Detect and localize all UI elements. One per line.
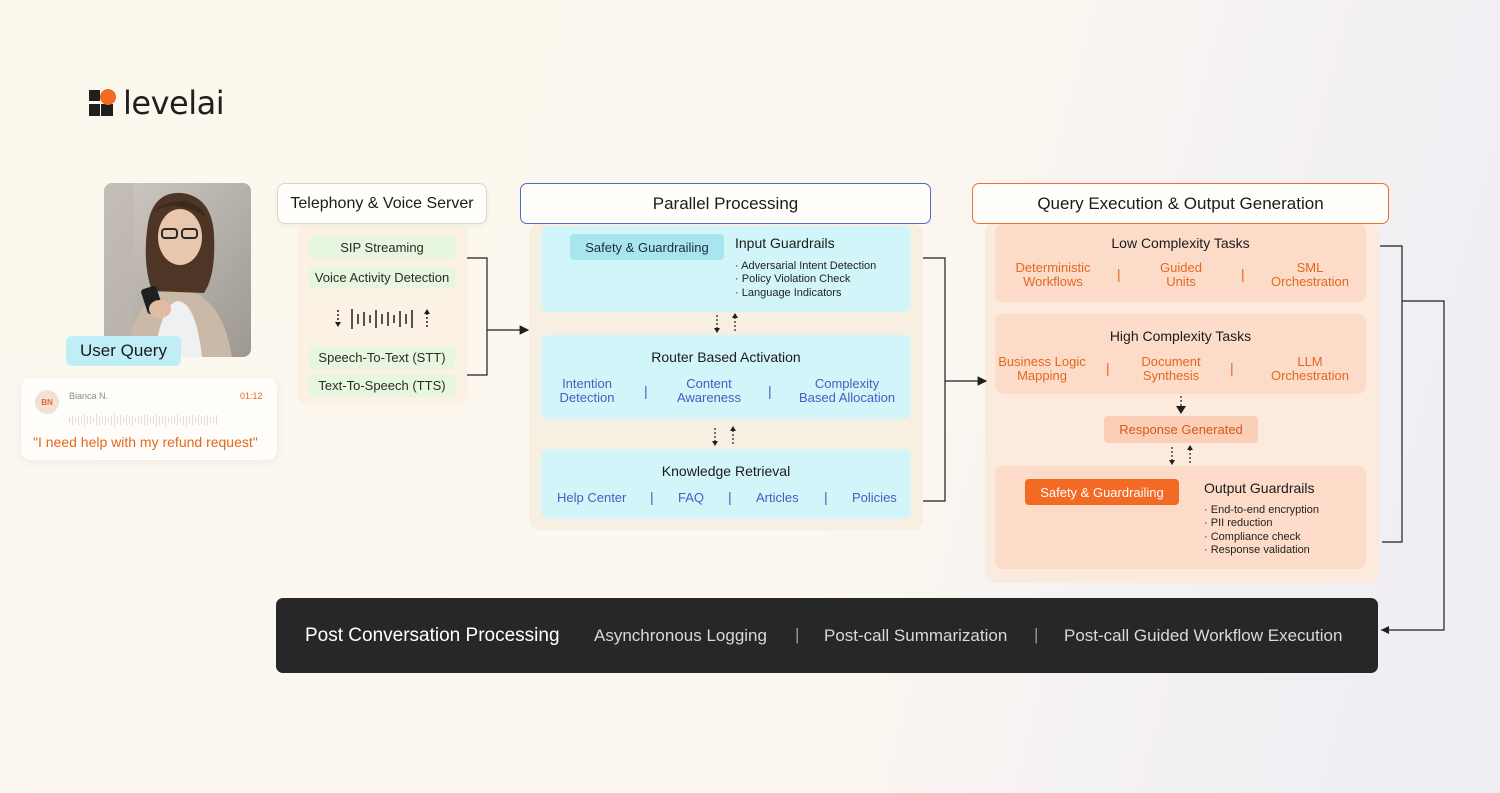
low-complexity-box — [995, 224, 1366, 302]
knowledge-item-articles: Articles — [756, 490, 799, 505]
high-complexity-title: High Complexity Tasks — [1109, 328, 1252, 344]
separator: | — [1117, 266, 1121, 282]
sip-streaming-pill: SIP Streaming — [309, 236, 455, 259]
avatar: BN — [35, 390, 59, 414]
output-bullet: · Response validation — [1204, 544, 1310, 556]
output-bullet: · Compliance check — [1204, 531, 1301, 543]
knowledge-item-help-center: Help Center — [557, 490, 627, 505]
output-safety-pill: Safety & Guardrailing — [1025, 479, 1179, 505]
separator: | — [650, 489, 654, 505]
post-item-logging: Asynchronous Logging — [594, 626, 767, 645]
high-complexity-box — [995, 314, 1366, 394]
router-title: Router Based Activation — [651, 349, 801, 365]
post-conversation-bar — [276, 598, 1378, 673]
input-safety-pill: Safety & Guardrailing — [570, 234, 724, 260]
low-complexity-title: Low Complexity Tasks — [1111, 235, 1250, 251]
separator: | — [1034, 625, 1039, 644]
output-bullet: · End-to-end encryption — [1204, 504, 1319, 516]
separator: | — [1106, 360, 1110, 376]
input-bullet: · Policy Violation Check — [735, 273, 851, 285]
query-header: Query Execution & Output Generation — [972, 183, 1389, 224]
input-bullet: · Language Indicators — [735, 287, 842, 299]
separator: | — [824, 489, 828, 505]
response-generated-pill: Response Generated — [1104, 416, 1258, 443]
separator: | — [768, 383, 772, 399]
call-time: 01:12 — [240, 391, 263, 401]
user-photo — [104, 183, 251, 357]
router-box — [541, 335, 911, 419]
parallel-header: Parallel Processing — [520, 183, 931, 224]
audio-waveform-icon — [69, 413, 263, 427]
user-query-label: User Query — [66, 336, 181, 366]
knowledge-item-faq: FAQ — [678, 490, 705, 505]
voice-waveform-icon — [333, 305, 433, 333]
logo-mark-icon — [89, 88, 117, 118]
knowledge-box — [541, 449, 911, 519]
post-item-summarization: Post-call Summarization — [824, 626, 1008, 645]
separator: | — [1241, 266, 1245, 282]
knowledge-title: Knowledge Retrieval — [661, 463, 791, 479]
post-item-guided-workflow: Post-call Guided Workflow Execution — [1064, 626, 1343, 645]
post-conversation-title: Post Conversation Processing — [305, 625, 560, 646]
output-guardrails-title: Output Guardrails — [1204, 480, 1315, 496]
logo-text: levelai — [123, 84, 225, 122]
knowledge-item-policies: Policies — [852, 490, 897, 505]
input-guardrails-title: Input Guardrails — [735, 235, 835, 251]
levelai-logo: levelai — [89, 84, 225, 122]
stt-pill: Speech-To-Text (STT) — [309, 346, 455, 369]
output-bullet: · PII reduction — [1204, 517, 1273, 529]
voice-activity-pill: Voice Activity Detection — [309, 266, 455, 289]
user-quote: "I need help with my refund request" — [33, 434, 258, 450]
telephony-header: Telephony & Voice Server — [277, 183, 487, 224]
call-card — [21, 378, 277, 460]
input-bullet: · Adversarial Intent Detection — [735, 260, 877, 272]
tts-pill: Text-To-Speech (TTS) — [309, 374, 455, 397]
separator: | — [795, 625, 800, 644]
separator: | — [728, 489, 732, 505]
caller-name: Bianca N. — [69, 391, 109, 401]
separator: | — [644, 383, 648, 399]
separator: | — [1230, 360, 1234, 376]
